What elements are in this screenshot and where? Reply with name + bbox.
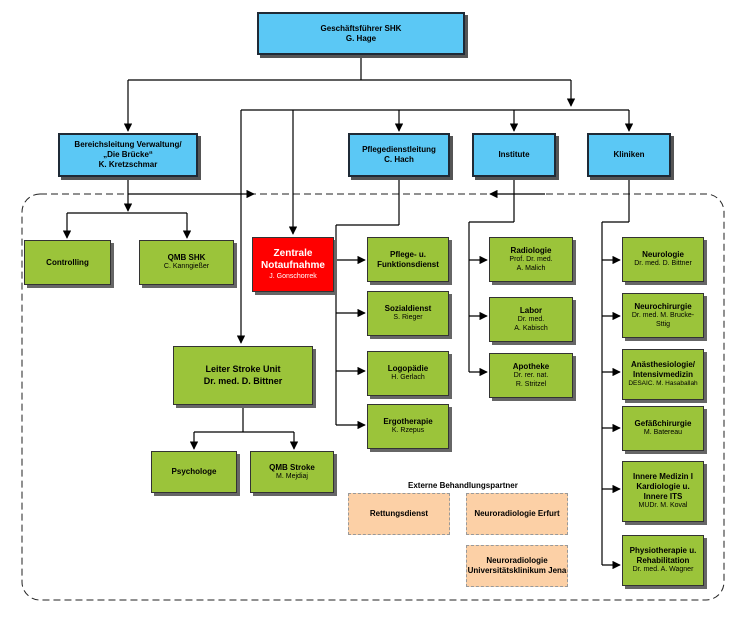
klinik-item-name: Dr. med. A. Wagner <box>632 566 694 574</box>
klinik-item-name: DESAIC. M. Hasaballah <box>628 380 698 388</box>
qmb-shk-title: QMB SHK <box>167 253 206 263</box>
qmb-shk-box: QMB SHK C. Kanngießer <box>139 240 234 285</box>
stroke-unit-box: Leiter Stroke Unit Dr. med. D. Bittner <box>173 346 313 405</box>
institute-item: Labor Dr. med. A. Kabisch <box>489 297 573 342</box>
klinik-item: Anästhesiologie/ Intensivmedizin DESAIC.… <box>622 349 704 400</box>
institute-item-name: R. Stritzel <box>515 380 547 388</box>
klinik-item-name: MUDr. M. Koval <box>638 502 688 510</box>
pflege-item: Sozialdienst S. Rieger <box>367 291 449 336</box>
institute-item-name: Prof. Dr. med. <box>509 255 553 263</box>
stroke-unit-title: Leiter Stroke Unit <box>205 364 281 375</box>
klinik-item-title: Neurologie <box>642 250 684 260</box>
psychologe-box: Psychologe <box>151 451 237 493</box>
controlling-title: Controlling <box>46 257 89 267</box>
klinik-item-title: Gefäßchirurgie <box>634 419 692 429</box>
institute-item-name: A. Malich <box>516 264 546 272</box>
verwaltung-box: Bereichsleitung Verwaltung/ „Die Brücke“… <box>58 133 198 177</box>
ceo-title: Geschäftsführer SHK <box>320 23 402 33</box>
verwaltung-name: K. Kretzschmar <box>98 160 158 169</box>
qmb-stroke-title: QMB Stroke <box>269 462 315 472</box>
klinik-item-name: Sttig <box>655 320 670 328</box>
klinik-item-title: Kardiologie u. <box>636 482 690 492</box>
institute-item-name: A. Kabisch <box>514 324 548 332</box>
qmb-stroke-name: M. Mejdiaj <box>276 472 308 480</box>
pflege-item: Logopädie H. Gerlach <box>367 351 449 396</box>
pflege-item-name: H. Gerlach <box>391 374 425 382</box>
klinik-item-name: M. Batereau <box>643 429 683 437</box>
klinik-item: Physiotherapie u. Rehabilitation Dr. med… <box>622 535 704 586</box>
klinik-item-name: Dr. med. M. Brucke- <box>631 311 695 319</box>
klinik-item-title: Intensivmedizin <box>632 370 693 380</box>
pflege-item: Ergotherapie K. Rzepus <box>367 404 449 449</box>
pflegedienst-box: Pflegedienstleitung C. Hach <box>348 133 450 177</box>
kliniken-box: Kliniken <box>587 133 671 177</box>
klinik-item-title: Neurochirurgie <box>634 301 692 311</box>
klinik-item-title: Innere ITS <box>643 492 683 502</box>
klinik-item-name: Dr. med. D. Bittner <box>634 260 692 268</box>
institute-item: Apotheke Dr. rer. nat. R. Stritzel <box>489 353 573 398</box>
institute-title: Institute <box>498 150 530 159</box>
qmb-stroke-box: QMB Stroke M. Mejdiaj <box>250 451 334 493</box>
pflege-item-name: S. Rieger <box>393 314 423 322</box>
externe-item: Rettungsdienst <box>348 493 450 535</box>
institute-item-title: Radiologie <box>510 245 552 255</box>
institute-item-title: Labor <box>519 305 543 315</box>
klinik-item: Innere Medizin I Kardiologie u. Innere I… <box>622 461 704 522</box>
pflege-item-title: Funktionsdienst <box>377 259 439 269</box>
qmb-shk-name: C. Kanngießer <box>163 263 210 271</box>
institute-box: Institute <box>472 133 556 177</box>
pflege-item-name: K. Rzepus <box>391 427 425 435</box>
externe-item: Neuroradiologie Universitätsklinikum Jen… <box>466 545 568 587</box>
institute-item: Radiologie Prof. Dr. med. A. Malich <box>489 237 573 282</box>
externe-item-title: Universitätsklinikum Jena <box>467 566 567 575</box>
externe-item: Neuroradiologie Erfurt <box>466 493 568 535</box>
externe-heading: Externe Behandlungspartner <box>408 481 518 490</box>
pflegedienst-title: Pflegedienstleitung <box>362 145 436 154</box>
pflegedienst-name: C. Hach <box>384 155 414 164</box>
externe-item-title: Neuroradiologie <box>486 556 548 565</box>
klinik-item-title: Physiotherapie u. <box>629 546 697 556</box>
klinik-item: Gefäßchirurgie M. Batereau <box>622 406 704 451</box>
pflege-item-title: Ergotherapie <box>383 417 433 427</box>
klinik-item-title: Rehabilitation <box>636 556 690 566</box>
notaufnahme-box: Zentrale Notaufnahme J. Gonschorrek <box>252 237 334 292</box>
pflege-item: Pflege- u. Funktionsdienst <box>367 237 449 282</box>
controlling-box: Controlling <box>24 240 111 285</box>
pflege-item-title: Logopädie <box>387 364 429 374</box>
verwaltung-title: Bereichsleitung Verwaltung/ <box>74 140 182 149</box>
notaufnahme-subtitle: Notaufnahme <box>261 260 325 272</box>
ceo-name: G. Hage <box>345 33 377 43</box>
institute-item-name: Dr. rer. nat. <box>513 371 549 379</box>
stroke-unit-name: Dr. med. D. Bittner <box>203 375 283 386</box>
notaufnahme-title: Zentrale <box>273 247 313 259</box>
ceo-box: Geschäftsführer SHK G. Hage <box>257 12 465 55</box>
klinik-item-title: Anästhesiologie/ <box>630 360 695 370</box>
institute-item-name: Dr. med. <box>517 315 545 323</box>
institute-item-title: Apotheke <box>512 361 550 371</box>
pflege-item-title: Pflege- u. <box>389 249 426 259</box>
kliniken-title: Kliniken <box>613 150 645 159</box>
verwaltung-subtitle: „Die Brücke“ <box>103 150 153 159</box>
externe-item-title: Rettungsdienst <box>369 509 429 518</box>
pflege-item-title: Sozialdienst <box>384 304 432 314</box>
klinik-item-title: Innere Medizin I <box>632 472 693 482</box>
klinik-item: Neurologie Dr. med. D. Bittner <box>622 237 704 282</box>
notaufnahme-name: J. Gonschorrek <box>269 272 317 280</box>
externe-item-title: Neuroradiologie Erfurt <box>474 509 560 518</box>
klinik-item: Neurochirurgie Dr. med. M. Brucke- Sttig <box>622 293 704 338</box>
psychologe-title: Psychologe <box>171 467 217 476</box>
